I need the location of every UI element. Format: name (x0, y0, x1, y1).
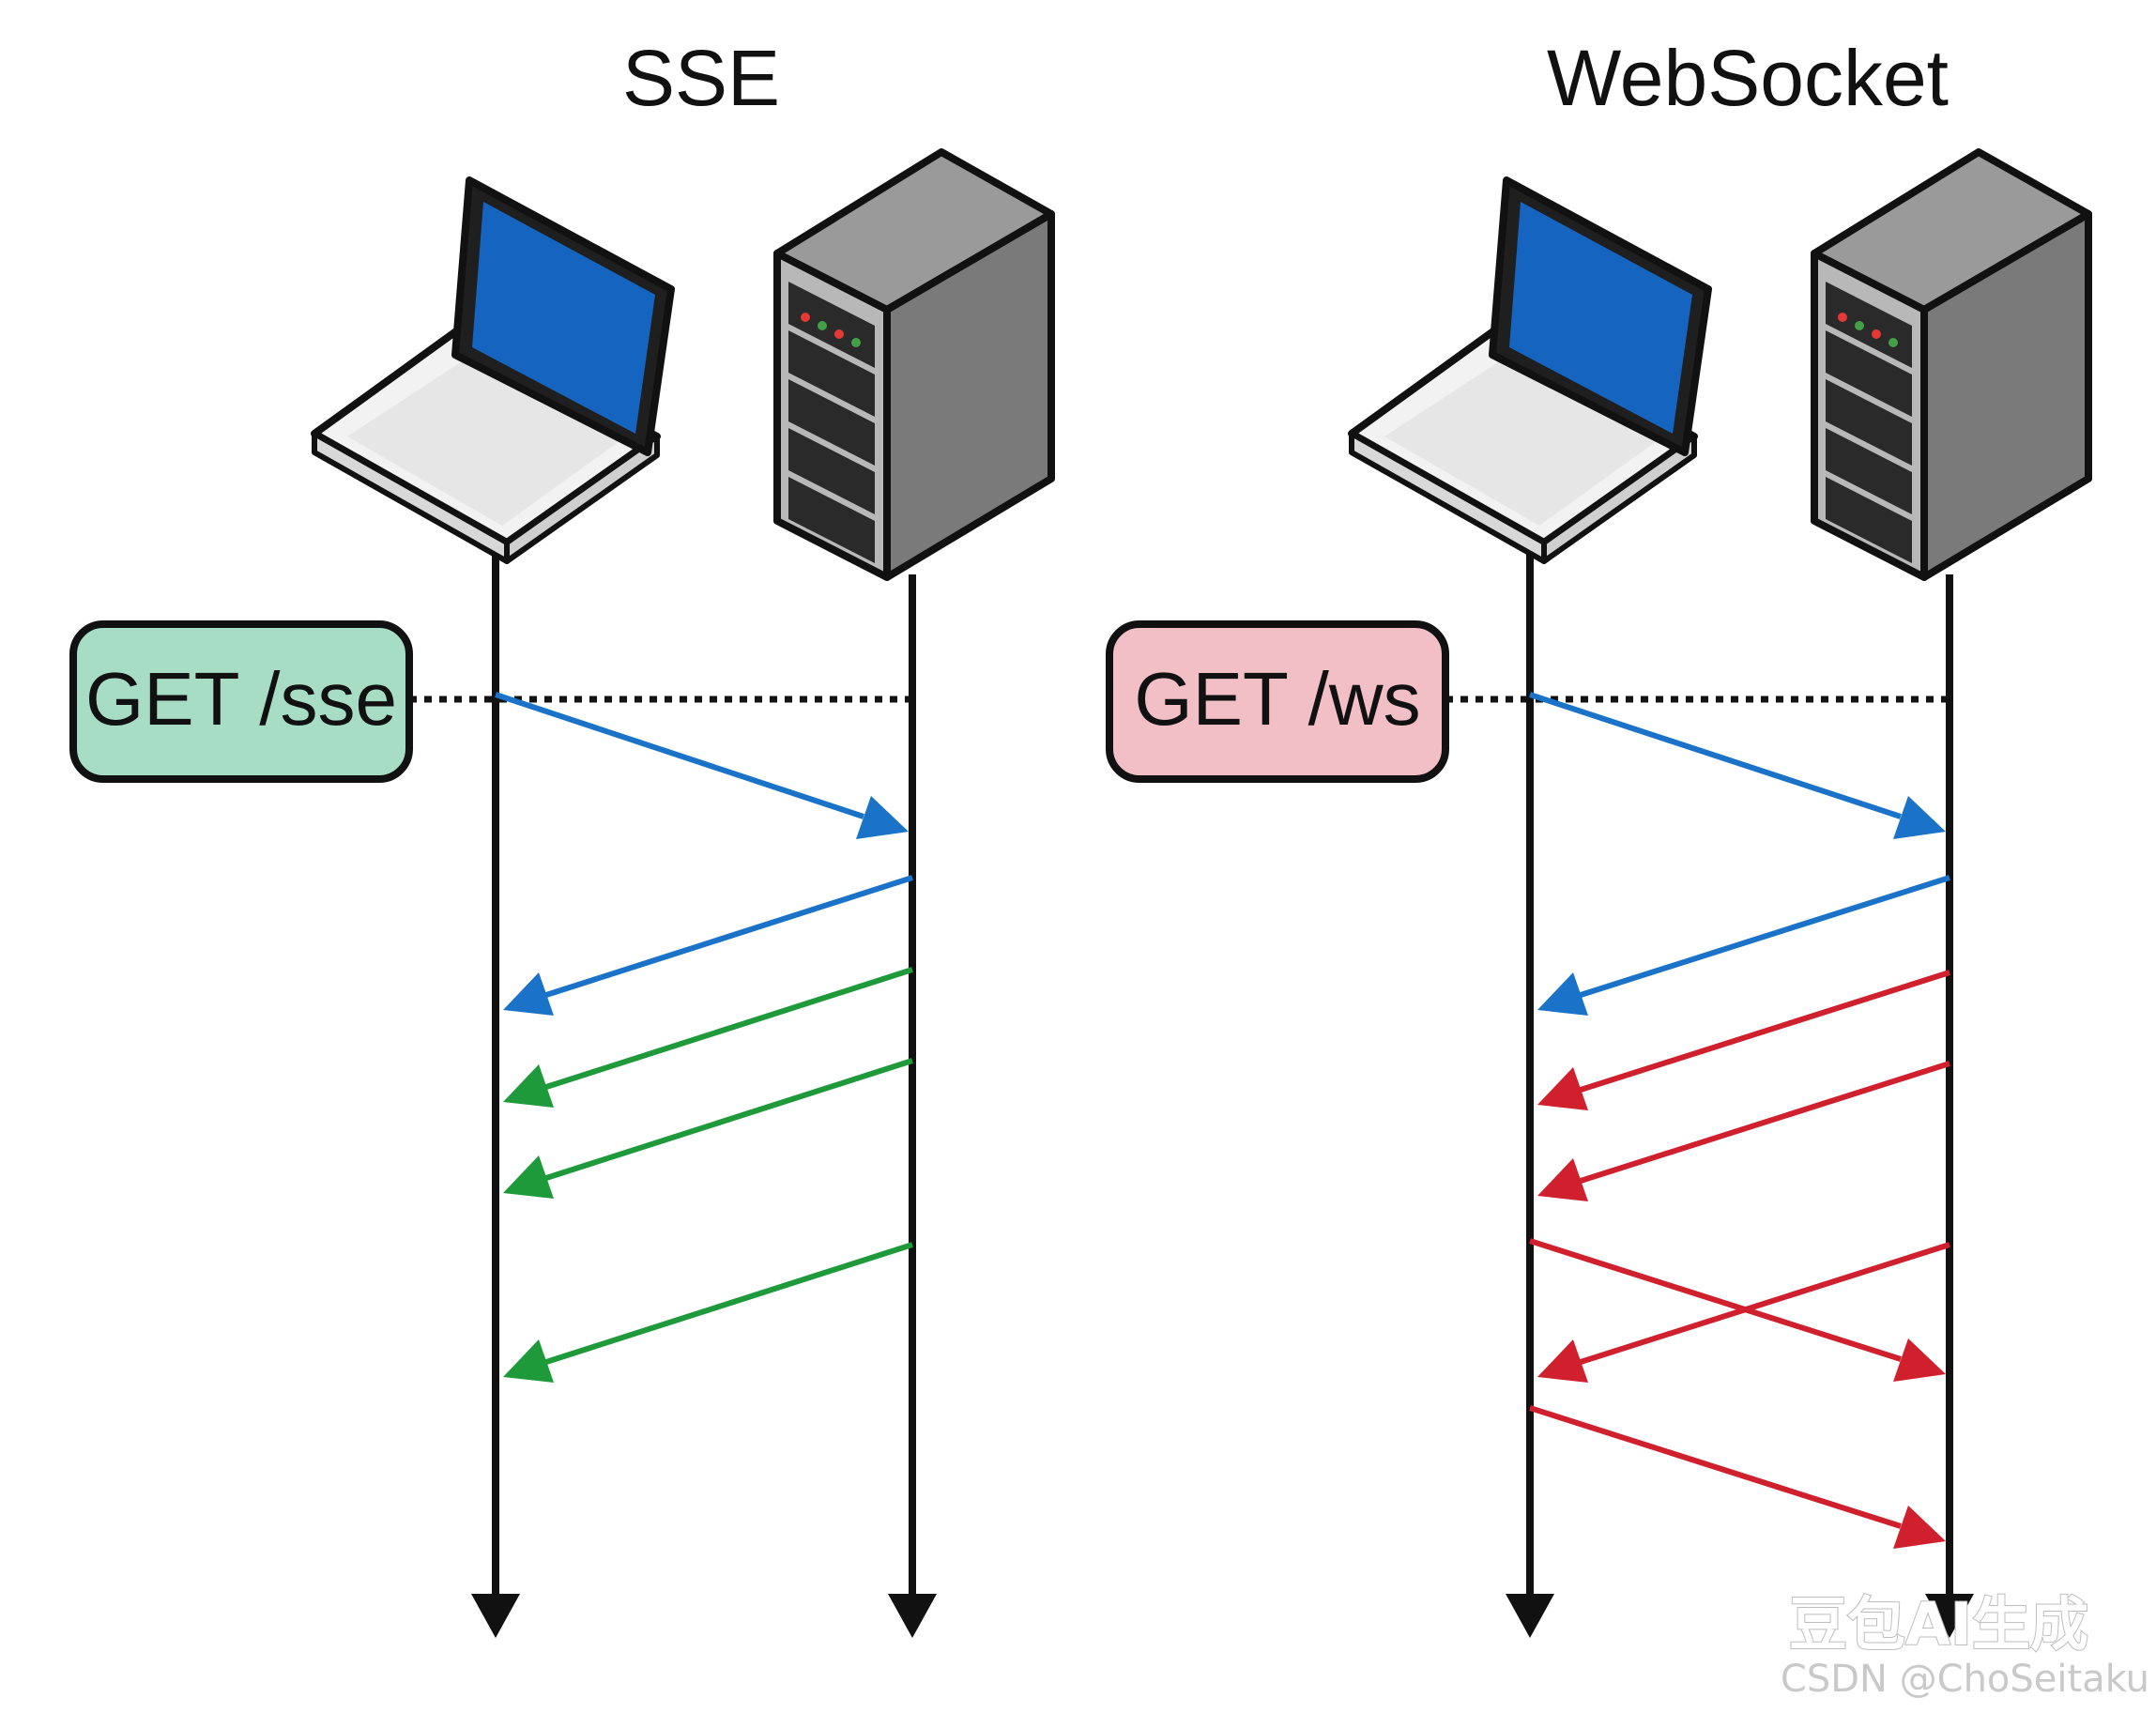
sse-message-arrow (495, 692, 909, 839)
ws-message-arrow (1537, 970, 1950, 1110)
sse-request-box (69, 620, 413, 783)
ws-message-arrow (1537, 1242, 1950, 1383)
sse-message-arrow (503, 1058, 913, 1199)
server-icon (1811, 148, 2092, 581)
watermark: 豆包AI生成 CSDN @ChoSeitaku (1781, 1589, 2149, 1701)
sse-panel: SSE (69, 34, 1055, 1638)
ws-message-arrow (1529, 692, 1946, 839)
laptop-icon (311, 176, 675, 564)
ws-request-label: GET /ws (1134, 657, 1420, 741)
watermark-credit: CSDN @ChoSeitaku (1781, 1658, 2149, 1701)
sse-client-timeline-arrowhead (471, 1594, 520, 1638)
sse-message-arrow (503, 1242, 913, 1383)
sse-message-arrow (503, 967, 913, 1108)
ws-message-arrow (1529, 1405, 1946, 1549)
ws-message-arrow (1537, 1061, 1950, 1201)
laptop-icon (1348, 176, 1712, 564)
sse-message-arrow (503, 875, 913, 1016)
watermark-brand: 豆包AI生成 (1789, 1590, 2088, 1659)
ws-message-arrow (1537, 875, 1950, 1016)
websocket-panel: WebSocket (1106, 34, 2092, 1638)
websocket-title: WebSocket (1547, 34, 1949, 122)
sse-server-timeline-arrowhead (888, 1594, 937, 1638)
sse-request-label: GET /sse (85, 657, 397, 741)
ws-server-timeline-arrowhead (1925, 1594, 1974, 1638)
ws-message-arrow (1529, 1238, 1946, 1382)
ws-request-box (1106, 620, 1449, 783)
ws-client-timeline-arrowhead (1506, 1594, 1554, 1638)
sse-title: SSE (622, 34, 780, 122)
server-icon (773, 148, 1055, 581)
